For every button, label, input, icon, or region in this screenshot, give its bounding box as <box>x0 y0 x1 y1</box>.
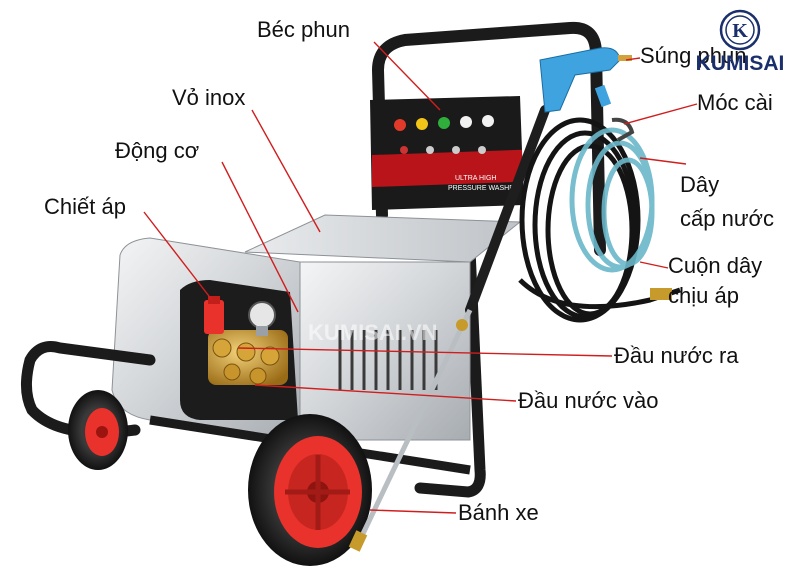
inox-body-top <box>244 214 522 263</box>
leader-dong-co <box>221 161 299 313</box>
leader-chiet-ap <box>143 211 213 301</box>
hose-fitting <box>650 288 672 300</box>
leader-vo-inox <box>251 109 321 233</box>
label-day-cap-nuoc-line2: cấp nước <box>680 206 774 231</box>
label-bec-phun: Béc phun <box>257 17 350 42</box>
label-vo-inox: Vỏ inox <box>172 85 246 110</box>
panel-text-line2: PRESSURE WASHER <box>448 185 519 192</box>
label-cuon-day-line2: chịu áp <box>668 283 739 308</box>
spray-gun <box>539 47 632 113</box>
brand-emblem-icon: K <box>719 9 761 51</box>
label-moc-cai: Móc cài <box>697 90 773 115</box>
watermark: KUMISAI.VN <box>308 320 438 345</box>
label-cuon-day-line1: Cuộn dây <box>668 253 763 278</box>
brand-logo: K KUMISAI <box>688 8 792 80</box>
control-panel: ULTRA HIGH PRESSURE WASHER <box>370 96 524 210</box>
panel-text-line1: ULTRA HIGH <box>455 175 497 182</box>
label-sung-phun: Súng phun <box>640 43 747 68</box>
label-day-cap-nuoc-line1: Dây <box>680 172 720 197</box>
leader-dau-nuoc-vao <box>254 384 517 402</box>
leader-banh-xe <box>369 509 457 514</box>
front-wheel <box>248 414 372 566</box>
handle-frame <box>371 21 606 256</box>
pressure-regulator-knob <box>204 296 224 334</box>
leader-dau-nuoc-ra <box>237 347 613 357</box>
frame-rear <box>414 244 486 498</box>
leader-moc-cai <box>623 103 698 125</box>
label-banh-xe: Bánh xe <box>458 500 539 525</box>
rear-wheel <box>68 390 128 470</box>
leader-lines <box>143 41 698 514</box>
spray-lance <box>348 105 550 552</box>
leader-cuon-day <box>639 261 669 269</box>
label-dau-nuoc-ra: Đầu nước ra <box>614 343 739 368</box>
water-supply-hose <box>569 127 655 273</box>
leader-bec-phun <box>373 41 441 111</box>
leader-sung-phun <box>625 57 641 61</box>
label-dau-nuoc-vao: Đầu nước vào <box>518 388 659 413</box>
brand-name: KUMISAI <box>695 52 785 75</box>
high-pressure-hose <box>518 117 681 323</box>
brand-initial: K <box>732 20 748 42</box>
label-chiet-ap: Chiết áp <box>44 194 126 219</box>
leader-day-cap-nuoc <box>639 157 687 165</box>
label-dong-co: Động cơ <box>115 138 200 163</box>
